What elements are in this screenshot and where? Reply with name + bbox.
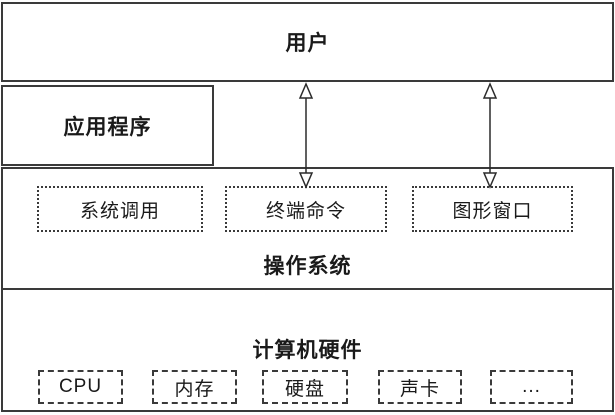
os-interface-gui-window-label: 图形窗口 xyxy=(452,200,533,222)
os-interface-terminal-command: 终端命令 xyxy=(225,186,387,232)
hardware-component-memory-label: 内存 xyxy=(174,378,215,400)
hardware-component-memory: 内存 xyxy=(152,370,237,404)
layer-os-label: 操作系统 xyxy=(263,255,352,278)
layer-application: 应用程序 xyxy=(1,85,214,166)
os-interface-gui-window: 图形窗口 xyxy=(412,186,573,232)
layer-user: 用户 xyxy=(1,2,614,82)
hardware-component-cpu-label: CPU xyxy=(58,376,103,397)
hardware-component-disk-label: 硬盘 xyxy=(284,378,325,400)
os-interface-system-call: 系统调用 xyxy=(37,186,203,232)
os-interface-system-call-label: 系统调用 xyxy=(79,200,160,222)
hardware-component-cpu: CPU xyxy=(38,370,123,404)
hardware-component-soundcard-label: 声卡 xyxy=(399,378,440,400)
layer-user-label: 用户 xyxy=(285,32,330,55)
hardware-component-ellipsis: ... xyxy=(490,370,573,404)
hardware-component-soundcard: 声卡 xyxy=(378,370,462,404)
layer-application-label: 应用程序 xyxy=(63,115,152,139)
os-interface-terminal-command-label: 终端命令 xyxy=(265,200,346,222)
hardware-component-disk: 硬盘 xyxy=(262,370,348,404)
hardware-component-ellipsis-label: ... xyxy=(522,376,541,397)
layer-hardware-label: 计算机硬件 xyxy=(252,339,363,362)
